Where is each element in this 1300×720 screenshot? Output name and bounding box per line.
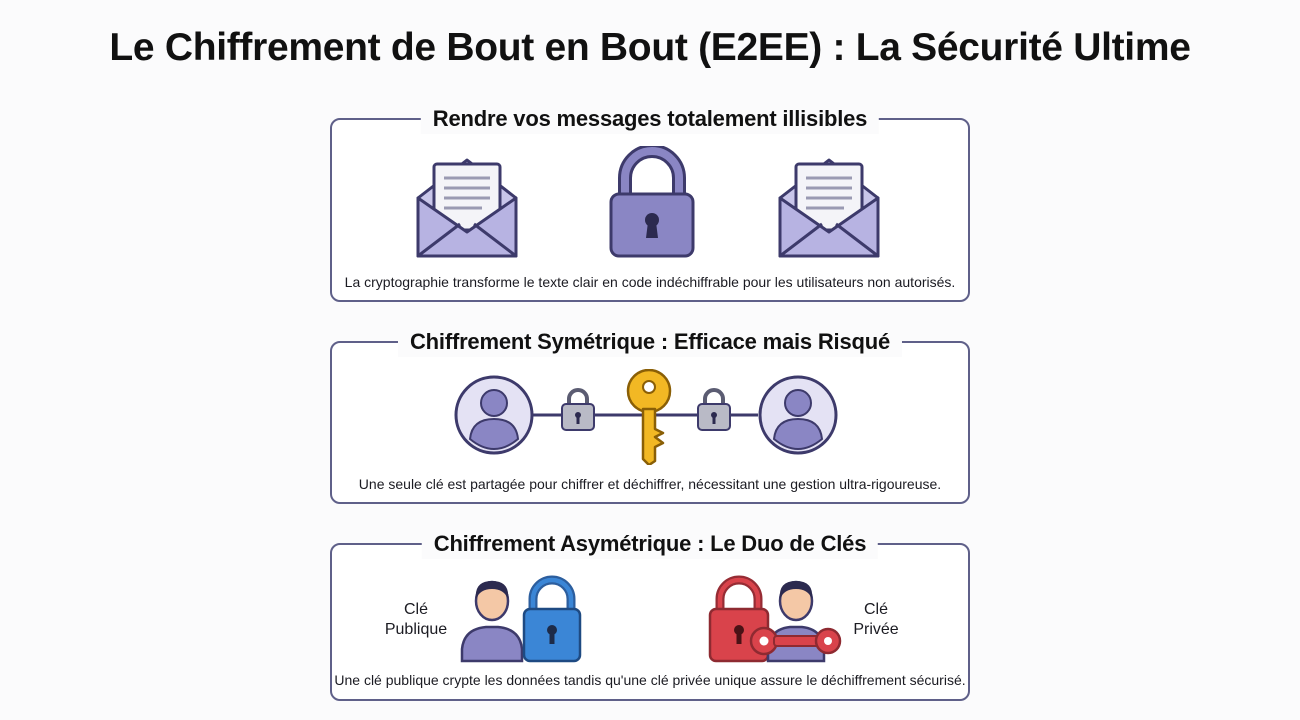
private-key-illustration — [708, 575, 842, 663]
padlock-icon — [609, 146, 695, 258]
private-key-label: Clé Privée — [853, 601, 899, 638]
panel-symmetric-encryption: Chiffrement Symétrique : Efficace mais R… — [330, 327, 970, 504]
small-lock-icon — [697, 388, 731, 431]
page-title: Le Chiffrement de Bout en Bout (E2EE) : … — [109, 26, 1191, 69]
key-icon — [626, 369, 672, 465]
panel-title: Chiffrement Asymétrique : Le Duo de Clés — [421, 529, 879, 559]
small-lock-icon — [561, 388, 595, 431]
blue-lock-icon — [522, 575, 582, 663]
symmetric-flow-diagram — [454, 369, 838, 465]
panel-asymmetric-encryption: Chiffrement Asymétrique : Le Duo de Clés… — [330, 529, 970, 701]
envelope-icon — [778, 158, 880, 258]
user-icon — [766, 580, 826, 663]
public-key-illustration — [460, 575, 582, 663]
panel-caption: Une seule clé est partagée pour chiffrer… — [358, 476, 942, 492]
panel-caption: Une clé publique crypte les données tand… — [334, 672, 966, 688]
public-key-label: Clé Publique — [384, 601, 448, 638]
panel-title: Rendre vos messages totalement illisible… — [420, 104, 880, 134]
user-icon — [460, 580, 524, 663]
panel-illegible-messages: Rendre vos messages totalement illisible… — [330, 104, 970, 302]
user-icon — [454, 375, 534, 455]
panel-title: Chiffrement Symétrique : Efficace mais R… — [397, 327, 903, 357]
red-key-icon — [749, 626, 842, 656]
user-icon — [758, 375, 838, 455]
panel-caption: La cryptographie transforme le texte cla… — [344, 274, 956, 290]
envelope-icon — [416, 158, 518, 258]
